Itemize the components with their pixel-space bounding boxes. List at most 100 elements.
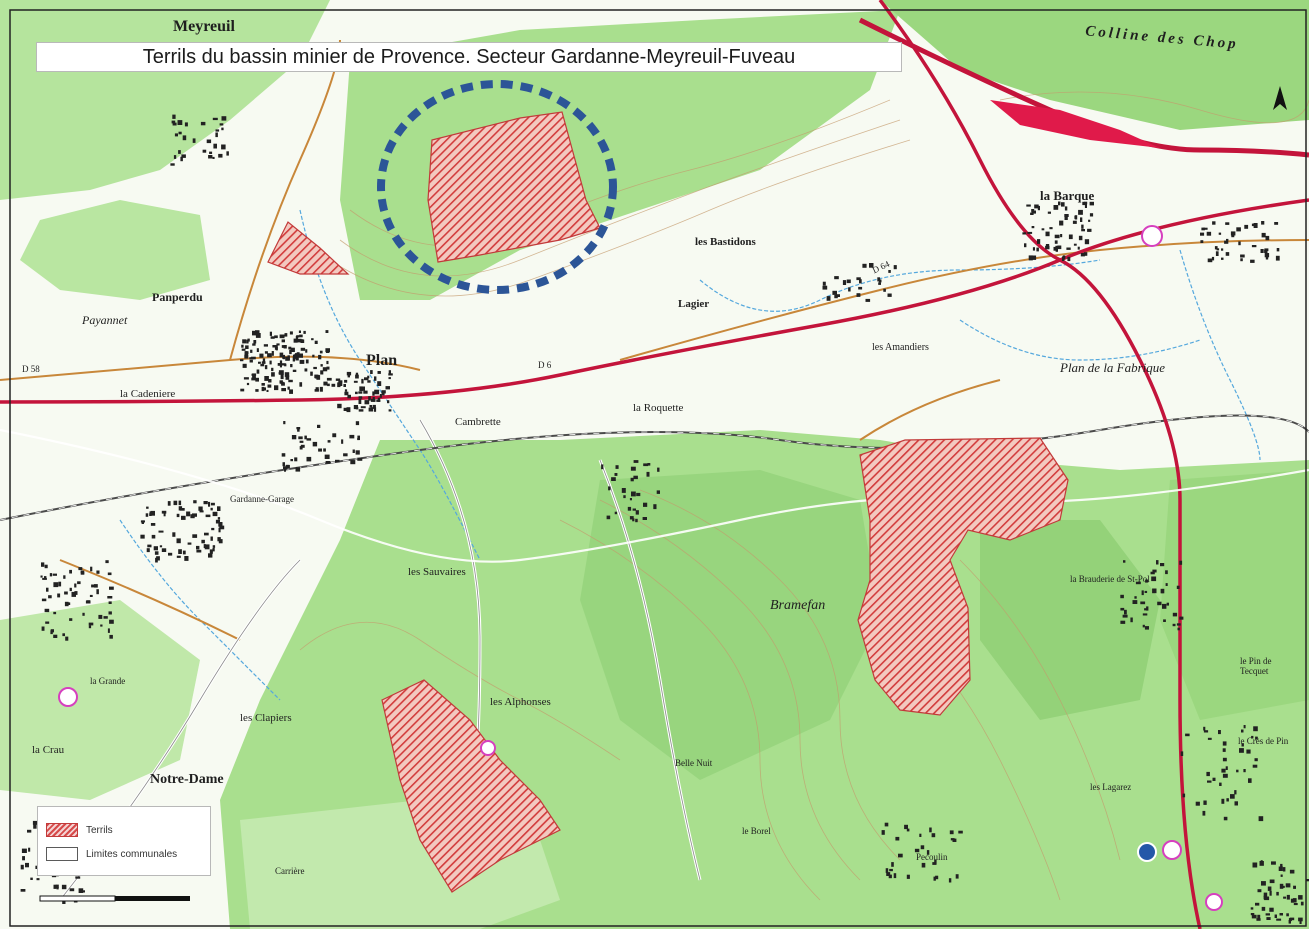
- building: [1203, 730, 1209, 733]
- building: [32, 820, 38, 825]
- north-arrow-icon[interactable]: [1273, 86, 1287, 110]
- building: [904, 824, 908, 830]
- building: [1024, 243, 1027, 248]
- building: [299, 382, 303, 387]
- building: [208, 501, 211, 507]
- building: [1221, 257, 1224, 260]
- building: [202, 149, 207, 153]
- building: [293, 338, 298, 343]
- building: [635, 510, 639, 515]
- building: [298, 436, 303, 440]
- building: [209, 151, 213, 154]
- building: [74, 583, 77, 588]
- building: [1206, 231, 1212, 236]
- place-label: Panperdu: [152, 290, 203, 304]
- building: [920, 845, 925, 850]
- building: [1253, 726, 1258, 732]
- building: [55, 884, 59, 888]
- building: [1142, 624, 1145, 628]
- building: [204, 532, 209, 536]
- building: [219, 525, 225, 530]
- building: [304, 368, 308, 372]
- building: [1276, 248, 1280, 252]
- building: [33, 824, 37, 829]
- building: [172, 532, 176, 537]
- building: [272, 345, 276, 348]
- building: [891, 862, 894, 867]
- place-label: Pecoulin: [916, 852, 948, 862]
- building: [1036, 247, 1039, 252]
- building: [1243, 769, 1246, 773]
- building: [1254, 758, 1258, 762]
- building: [1151, 576, 1157, 582]
- building: [264, 365, 268, 370]
- building: [1060, 234, 1063, 238]
- building: [1022, 232, 1027, 235]
- building: [199, 510, 204, 513]
- building: [163, 512, 166, 517]
- building: [633, 460, 639, 463]
- building: [842, 280, 847, 285]
- building: [1261, 221, 1265, 225]
- building: [360, 406, 366, 409]
- building: [360, 386, 365, 391]
- place-label: Carrière: [275, 866, 305, 876]
- building: [1203, 227, 1208, 230]
- place-label: la Crau: [32, 744, 65, 756]
- building: [146, 548, 150, 553]
- building: [27, 829, 32, 833]
- building: [921, 862, 926, 868]
- building: [1250, 259, 1255, 263]
- building: [1243, 725, 1246, 729]
- building: [1053, 205, 1059, 210]
- building: [1089, 213, 1094, 217]
- building: [1207, 258, 1213, 263]
- building: [878, 282, 881, 285]
- building: [1240, 258, 1243, 262]
- building: [212, 156, 215, 159]
- building: [323, 381, 328, 386]
- building: [1120, 620, 1126, 624]
- building: [1141, 590, 1144, 596]
- building: [370, 370, 373, 374]
- building: [246, 382, 250, 386]
- building: [1255, 902, 1260, 906]
- building: [212, 548, 215, 552]
- building: [1221, 798, 1225, 804]
- building: [955, 874, 959, 879]
- building: [657, 467, 660, 472]
- building: [335, 378, 341, 381]
- building: [1289, 869, 1295, 874]
- building: [1161, 590, 1164, 594]
- building: [252, 373, 256, 379]
- building: [1280, 863, 1283, 868]
- building: [64, 591, 68, 595]
- secondary-roads: [0, 39, 1309, 641]
- building: [80, 571, 85, 575]
- building: [42, 577, 47, 580]
- building: [270, 336, 275, 339]
- building: [201, 539, 205, 544]
- building: [271, 367, 274, 372]
- building: [261, 386, 265, 392]
- building: [372, 404, 376, 409]
- building: [21, 848, 27, 853]
- map-title: Terrils du bassin minier de Provence. Se…: [36, 42, 902, 72]
- building: [90, 566, 93, 572]
- building: [192, 138, 196, 143]
- building: [156, 556, 160, 561]
- building: [1265, 913, 1270, 916]
- building: [343, 384, 346, 387]
- building: [279, 363, 282, 368]
- building: [319, 350, 323, 354]
- building: [926, 850, 930, 855]
- building: [1160, 563, 1165, 567]
- building: [869, 263, 874, 268]
- building: [952, 838, 957, 842]
- building: [877, 277, 881, 282]
- building: [1083, 252, 1088, 256]
- building: [52, 573, 57, 576]
- building: [385, 386, 390, 390]
- building: [653, 504, 657, 510]
